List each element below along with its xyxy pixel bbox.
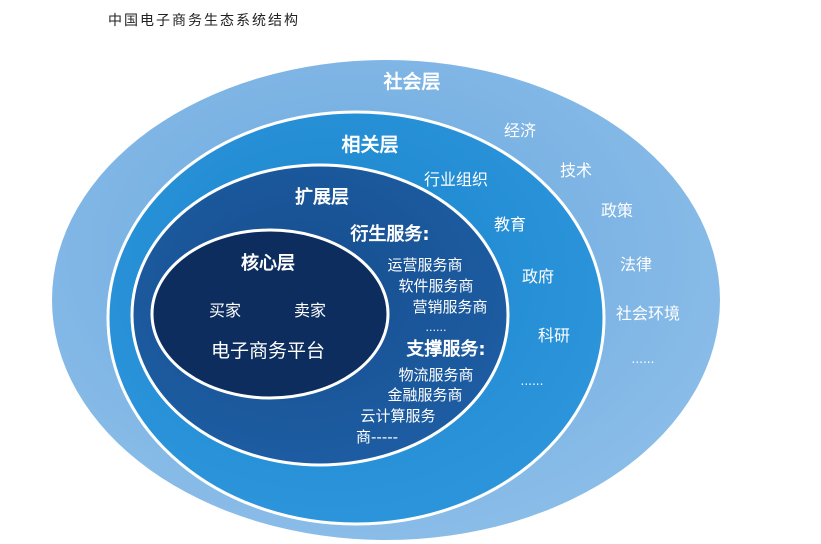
support-item-logistics: 物流服务商 [398,366,473,384]
derived-item-marketing: 营销服务商 [412,298,487,316]
support-item-cloud-cont: 商----- [356,428,398,446]
social-item-policy: 政策 [601,201,633,220]
extension-layer-label: 扩展层 [295,186,349,208]
core-seller-label: 卖家 [294,301,326,320]
page-title: 中国电子商务生态系统结构 [108,13,300,29]
core-buyer-label: 买家 [209,301,241,320]
related-item-government: 政府 [522,267,554,286]
support-item-finance: 金融服务商 [387,386,462,404]
social-item-economy: 经济 [504,121,536,140]
derived-services-label: 衍生服务: [350,223,429,245]
core-layer-ellipse [150,228,390,400]
derived-item-ellipsis: ...... [426,321,447,334]
social-item-environment: 社会环境 [616,304,680,323]
derived-item-operations: 运营服务商 [387,256,462,274]
social-item-ellipsis: ...... [632,352,655,366]
core-layer-label: 核心层 [241,252,295,274]
social-item-law: 法律 [620,255,652,274]
related-layer-label: 相关层 [341,133,398,156]
related-item-research: 科研 [538,326,570,345]
derived-item-software: 软件服务商 [398,277,473,295]
related-item-education: 教育 [494,215,526,234]
social-item-technology: 技术 [560,161,592,180]
core-platform-label: 电子商务平台 [211,340,325,362]
social-layer-label: 社会层 [382,70,440,93]
related-item-ellipsis: ...... [521,374,544,388]
support-services-label: 支撑服务: [405,338,485,360]
related-item-industry-org: 行业组织 [424,170,488,189]
support-item-cloud: 云计算服务 [360,407,435,425]
